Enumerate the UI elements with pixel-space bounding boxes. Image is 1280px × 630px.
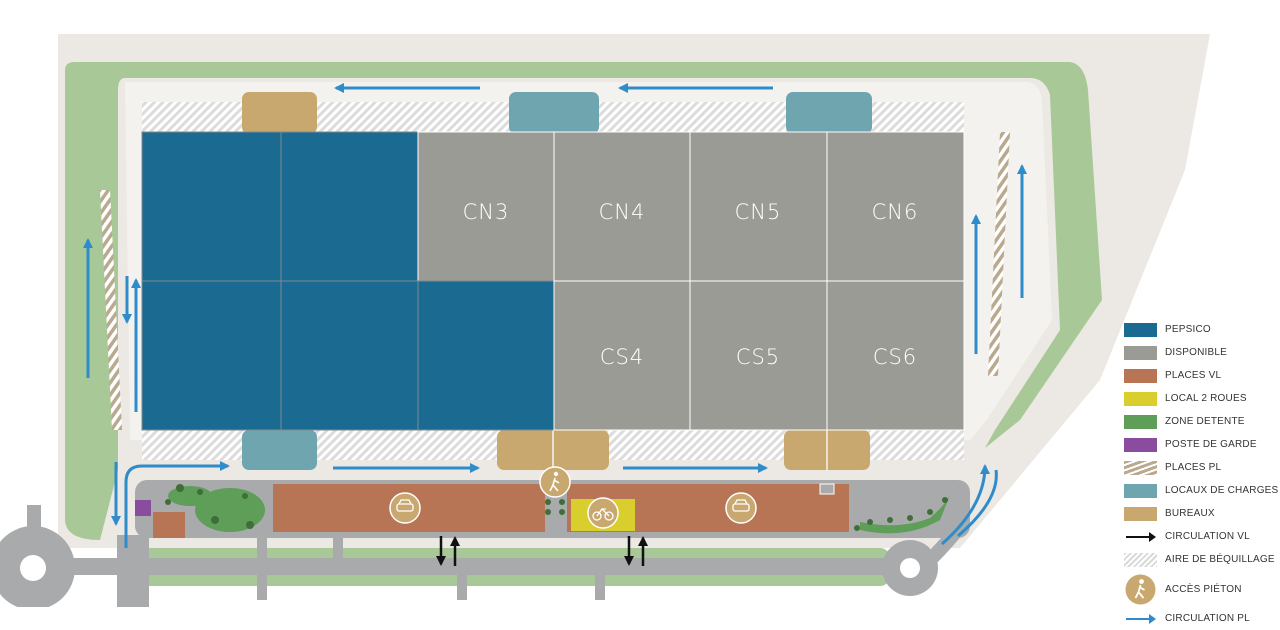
zone-detente-right xyxy=(854,495,950,534)
cell-pepsico-s2 xyxy=(280,280,419,431)
legend-label: DISPONIBLE xyxy=(1165,347,1228,358)
car-icon xyxy=(725,492,757,524)
cell-pepsico-n1 xyxy=(141,131,282,282)
circulation-vl-arrows xyxy=(436,536,648,566)
circulation-pl-arrows xyxy=(83,83,1027,548)
swatch-places-pl xyxy=(1124,460,1157,475)
warehouse-grid: CN3 CN4 CN5 CN6 CS4 CS5 CS6 xyxy=(141,131,965,431)
legend-item-places-vl: PLACES VL xyxy=(1124,364,1280,387)
legend-label: LOCAUX DE CHARGES xyxy=(1165,485,1279,496)
locaux-charges-bottom xyxy=(242,430,317,470)
legend-label: POSTE DE GARDE xyxy=(1165,439,1257,450)
bureaux-top xyxy=(242,92,317,134)
swatch-aire-de-bequillage xyxy=(1124,552,1157,567)
swatch-bureaux xyxy=(1124,506,1157,521)
pedestrian-icon xyxy=(539,466,571,498)
legend-label: ACCÈS PIÉTON xyxy=(1165,583,1242,595)
swatch-disponible xyxy=(1124,345,1157,360)
locaux-charges-top-1 xyxy=(509,92,599,134)
legend-label: PEPSICO xyxy=(1165,324,1211,335)
zone-detente-left xyxy=(165,484,265,532)
cell-cs4 xyxy=(553,280,691,431)
legend-label: ZONE DETENTE xyxy=(1165,416,1245,427)
center-plants xyxy=(545,499,565,515)
legend-item-zone-detente: ZONE DETENTE xyxy=(1124,410,1280,433)
swatch-places-vl xyxy=(1124,368,1157,383)
legend-item-bureaux: BUREAUX xyxy=(1124,502,1280,525)
cell-cn4 xyxy=(553,131,691,282)
cell-label-cn3: CN3 xyxy=(463,200,510,224)
legend-label: BUREAUX xyxy=(1165,508,1215,519)
pedestrian-icon xyxy=(1125,574,1156,604)
legend-item-poste-de-garde: POSTE DE GARDE xyxy=(1124,433,1280,456)
site-plan-map: CN3 CN4 CN5 CN6 CS4 CS5 CS6 xyxy=(0,34,1210,607)
car-icon xyxy=(389,492,421,524)
cell-cs5 xyxy=(689,280,828,431)
legend: PEPSICO DISPONIBLE PLACES VL LOCAL 2 ROU… xyxy=(1124,318,1280,630)
legend-item-locaux-de-charges: LOCAUX DE CHARGES xyxy=(1124,479,1280,502)
poste-de-garde xyxy=(135,500,151,516)
cell-pepsico-s3 xyxy=(417,280,555,431)
legend-label: CIRCULATION VL xyxy=(1165,531,1250,542)
cell-label-cs6: CS6 xyxy=(873,345,917,369)
cell-label-cn4: CN4 xyxy=(599,200,646,224)
cell-label-cs4: CS4 xyxy=(600,345,644,369)
locaux-charges-top-2 xyxy=(786,92,872,134)
legend-item-pepsico: PEPSICO xyxy=(1124,318,1280,341)
cell-label-cn5: CN5 xyxy=(735,200,782,224)
places-pl-left xyxy=(100,190,122,430)
places-pl-right xyxy=(988,132,1010,376)
cell-pepsico-s1 xyxy=(141,280,282,431)
cell-label-cs5: CS5 xyxy=(736,345,780,369)
legend-item-disponible: DISPONIBLE xyxy=(1124,341,1280,364)
swatch-poste-de-garde xyxy=(1124,437,1157,452)
legend-label: AIRE DE BÉQUILLAGE xyxy=(1165,554,1275,565)
bicycle-icon xyxy=(587,497,619,529)
road-network xyxy=(0,505,971,607)
legend-label: LOCAL 2 ROUES xyxy=(1165,393,1247,404)
legend-item-places-pl: PLACES PL xyxy=(1124,456,1280,479)
swatch-local-2-roues xyxy=(1124,391,1157,406)
legend-label: PLACES VL xyxy=(1165,370,1222,381)
cell-pepsico-n2 xyxy=(280,131,419,282)
legend-item-circulation-pl: CIRCULATION PL xyxy=(1124,607,1280,630)
swatch-locaux-de-charges xyxy=(1124,483,1157,498)
legend-label: CIRCULATION PL xyxy=(1165,613,1250,624)
legend-item-circulation-vl: CIRCULATION VL xyxy=(1124,525,1280,548)
swatch-pepsico xyxy=(1124,322,1157,337)
cell-cs6 xyxy=(826,280,965,431)
legend-item-local-2-roues: LOCAL 2 ROUES xyxy=(1124,387,1280,410)
arrow-right-icon xyxy=(1126,531,1156,542)
swatch-zone-detente xyxy=(1124,414,1157,429)
legend-item-acces-pieton: ACCÈS PIÉTON xyxy=(1124,571,1280,607)
arrow-right-icon xyxy=(1126,613,1156,624)
legend-item-aire-de-bequillage: AIRE DE BÉQUILLAGE xyxy=(1124,548,1280,571)
cell-label-cn6: CN6 xyxy=(872,200,919,224)
legend-label: PLACES PL xyxy=(1165,462,1222,473)
cell-cn6 xyxy=(826,131,965,282)
guard-building xyxy=(153,512,185,538)
